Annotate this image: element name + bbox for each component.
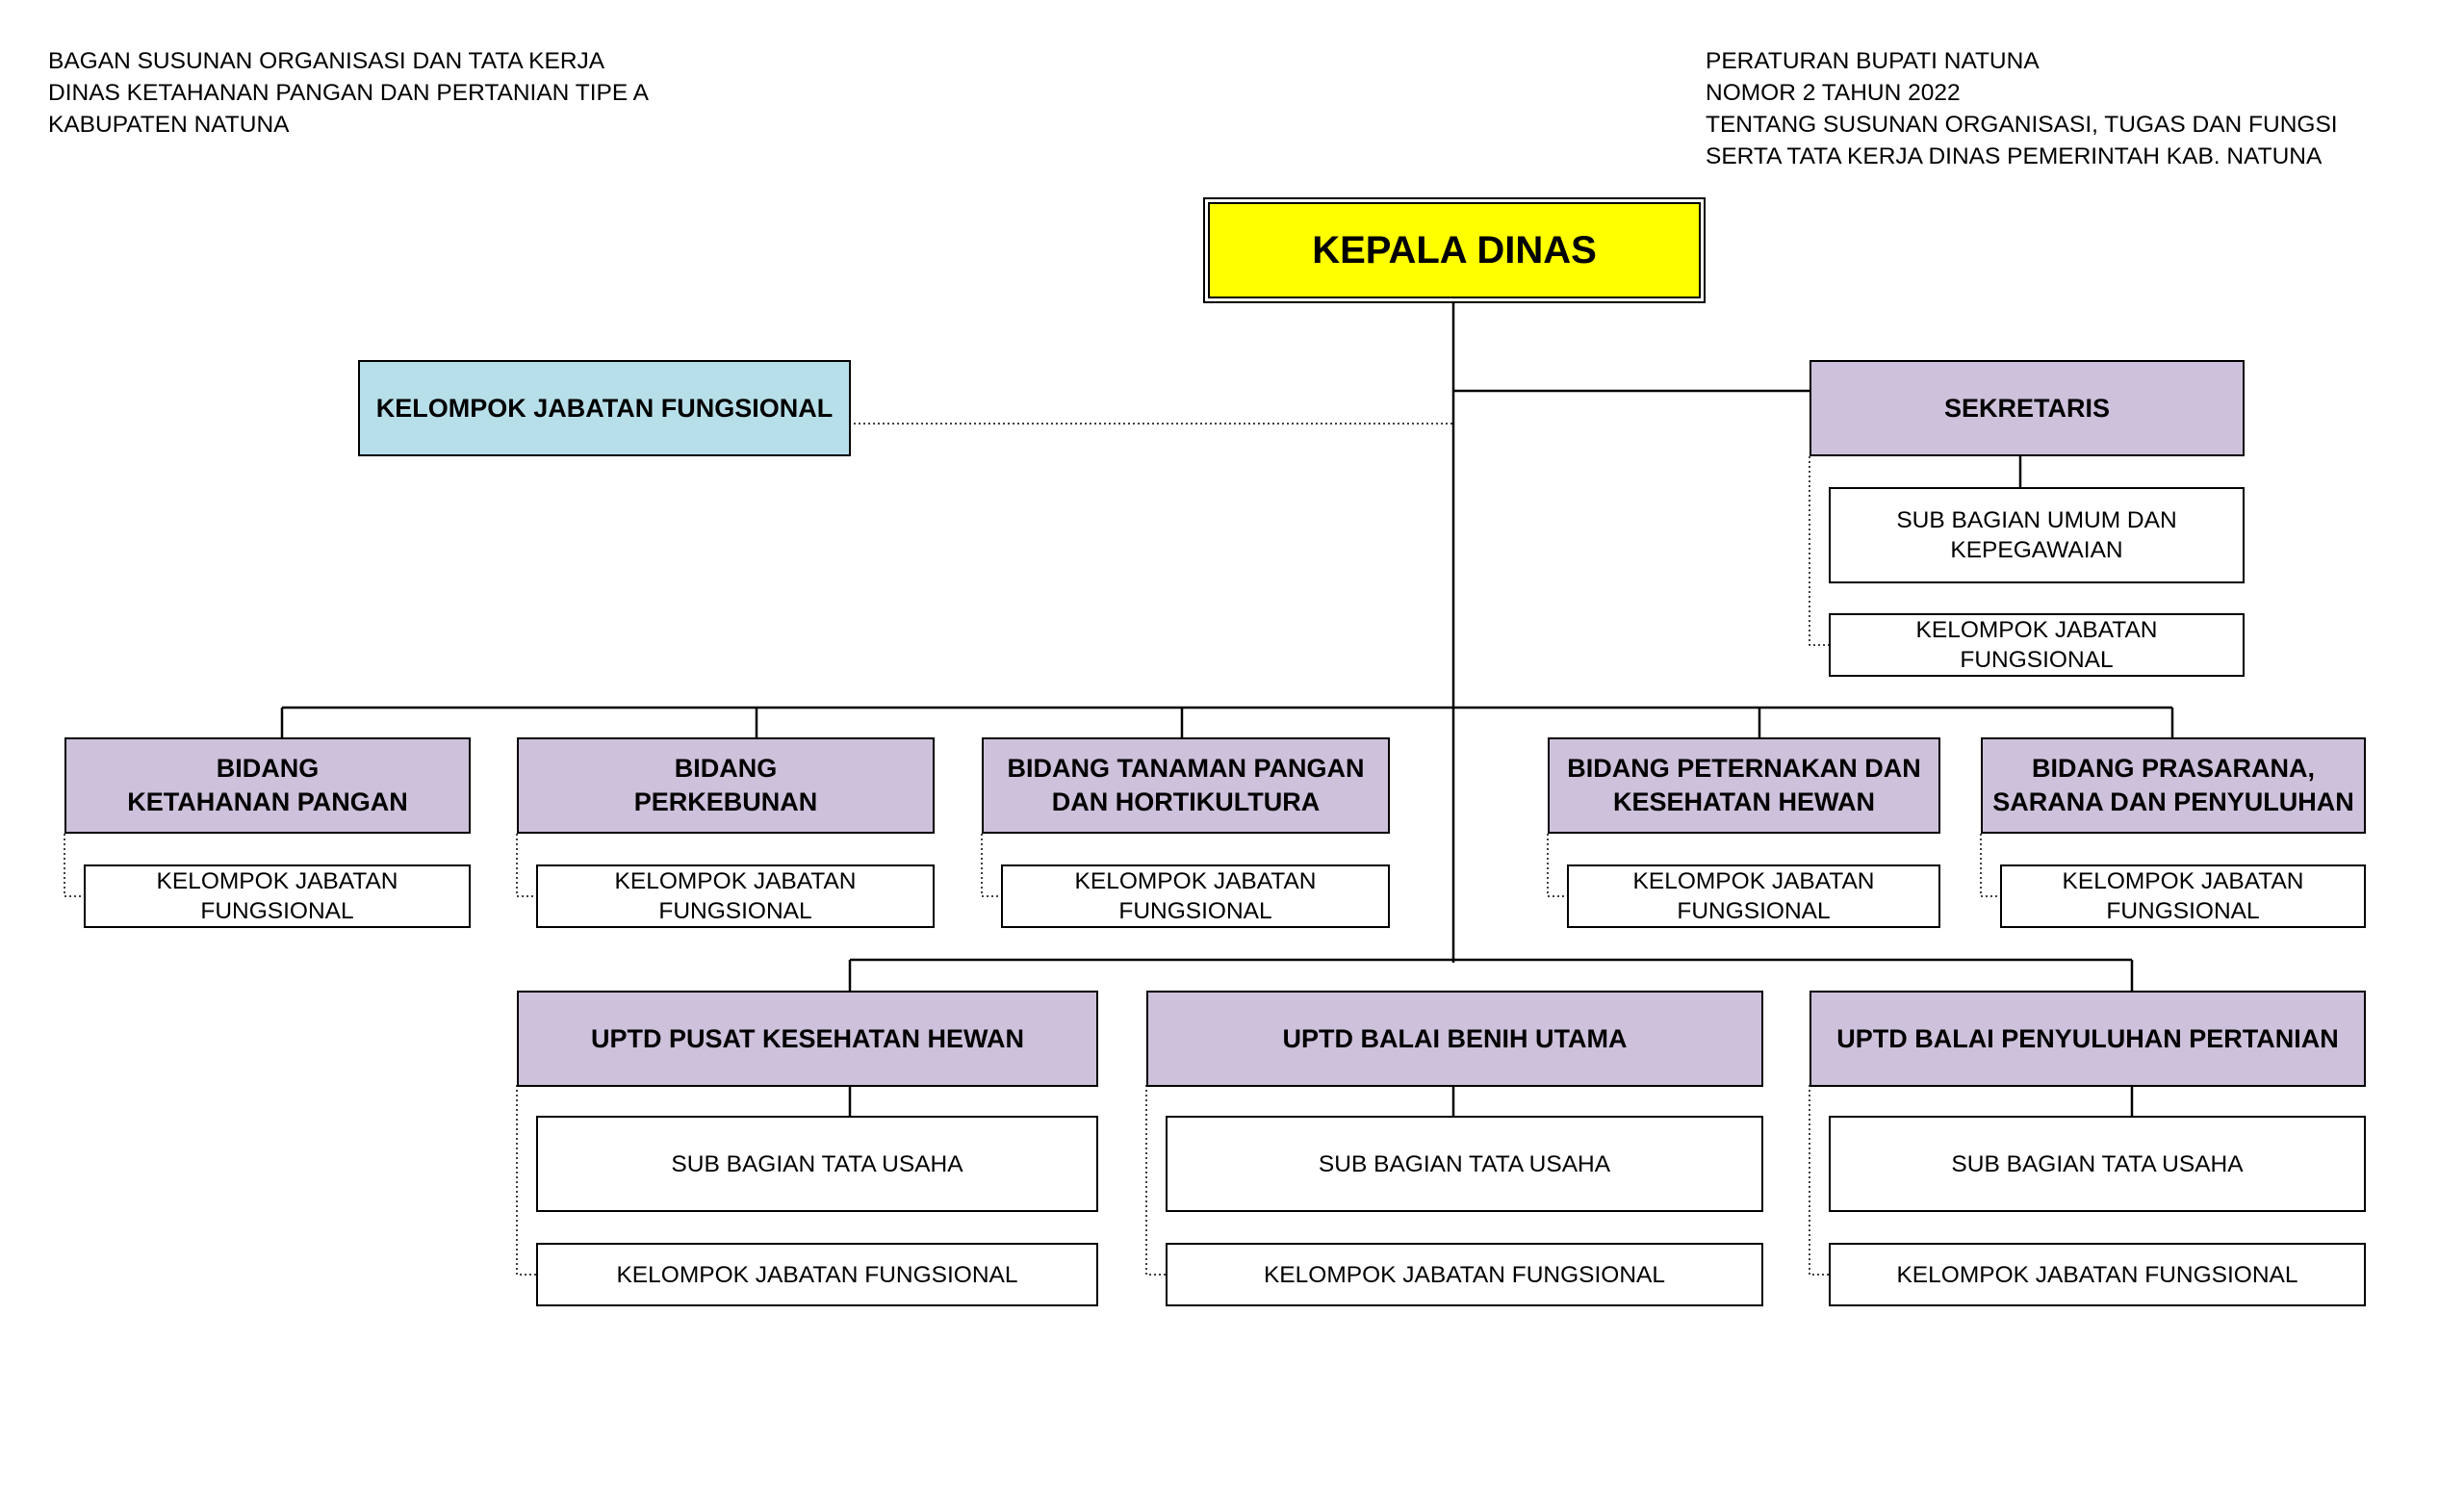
uptd-3-kjf-label: KELOMPOK JABATAN FUNGSIONAL [1896, 1261, 2298, 1288]
bidang-kjf-dotted-2 [516, 834, 536, 897]
sekretaris-kjf-box: KELOMPOK JABATAN FUNGSIONAL [1829, 613, 2245, 677]
bidang-tanaman-pangan-box: BIDANG TANAMAN PANGAN DAN HORTIKULTURA [982, 737, 1390, 834]
bidang-3-kjf-line-2: FUNGSIONAL [1118, 898, 1272, 924]
bidang-4-kjf-box: KELOMPOK JABATAN FUNGSIONAL [1567, 864, 1940, 928]
header-right-line-4: SERTA TATA KERJA DINAS PEMERINTAH KAB. N… [1706, 143, 2323, 169]
bidang-3-kjf-box: KELOMPOK JABATAN FUNGSIONAL [1001, 864, 1390, 928]
header-left-line-3: KABUPATEN NATUNA [48, 112, 290, 138]
uptd-kjf-dotted-3 [1809, 1085, 1829, 1276]
bidang-2-title-line-2: PERKEBUNAN [633, 787, 818, 816]
bidang-kjf-dotted-1 [64, 834, 84, 897]
sekretaris-label: SEKRETARIS [1943, 393, 2111, 423]
sub-bagian-umum-box: SUB BAGIAN UMUM DAN KEPEGAWAIAN [1829, 487, 2245, 583]
uptd-2-tu-label: SUB BAGIAN TATA USAHA [1318, 1150, 1611, 1177]
bidang-4-title-line-1: BIDANG PETERNAKAN DAN [1567, 754, 1921, 783]
bidang-ketahanan-pangan-box: BIDANG KETAHANAN PANGAN [64, 737, 471, 834]
kepala-dinas-box: KEPALA DINAS [1208, 202, 1701, 298]
sub-bagian-umum-line-2: KEPEGAWAIAN [1950, 537, 2123, 563]
kjf-main-box: KELOMPOK JABATAN FUNGSIONAL [358, 360, 851, 456]
header-left-line-2: DINAS KETAHANAN PANGAN DAN PERTANIAN TIP… [48, 80, 649, 106]
bidang-2-kjf-line-1: KELOMPOK JABATAN [614, 868, 857, 894]
bidang-1-kjf-line-2: FUNGSIONAL [200, 898, 354, 924]
bidang-5-kjf-box: KELOMPOK JABATAN FUNGSIONAL [2000, 864, 2366, 928]
bidang-1-title-line-2: KETAHANAN PANGAN [127, 787, 408, 816]
header-right: PERATURAN BUPATI NATUNA NOMOR 2 TAHUN 20… [1706, 45, 2338, 172]
uptd-kjf-dotted-2 [1145, 1085, 1166, 1276]
bidang-1-title-line-1: BIDANG [216, 754, 320, 783]
uptd-3-tu-box: SUB BAGIAN TATA USAHA [1829, 1116, 2366, 1212]
bidang-4-kjf-line-1: KELOMPOK JABATAN [1632, 868, 1875, 894]
bidang-kjf-dotted-4 [1547, 834, 1567, 897]
uptd-2-kjf-box: KELOMPOK JABATAN FUNGSIONAL [1166, 1243, 1763, 1306]
uptd-3-kjf-box: KELOMPOK JABATAN FUNGSIONAL [1829, 1243, 2366, 1306]
uptd-pusat-kesehatan-hewan-box: UPTD PUSAT KESEHATAN HEWAN [517, 991, 1098, 1087]
bidang-5-title-line-2: SARANA DAN PENYULUHAN [1992, 787, 2354, 816]
bidang-5-kjf-line-1: KELOMPOK JABATAN [2062, 868, 2304, 894]
bidang-2-title-line-1: BIDANG [674, 754, 778, 783]
header-right-line-2: NOMOR 2 TAHUN 2022 [1706, 80, 1961, 106]
sekretaris-box: SEKRETARIS [1810, 360, 2245, 456]
bidang-3-title-line-1: BIDANG TANAMAN PANGAN [1007, 754, 1365, 783]
bidang-4-kjf-line-2: FUNGSIONAL [1677, 898, 1831, 924]
bidang-1-kjf-line-1: KELOMPOK JABATAN [156, 868, 398, 894]
uptd-3-tu-label: SUB BAGIAN TATA USAHA [1951, 1150, 2244, 1177]
bidang-2-kjf-box: KELOMPOK JABATAN FUNGSIONAL [536, 864, 935, 928]
uptd-1-title: UPTD PUSAT KESEHATAN HEWAN [590, 1023, 1024, 1053]
uptd-3-title: UPTD BALAI PENYULUHAN PERTANIAN [1836, 1023, 2339, 1053]
uptd-1-kjf-label: KELOMPOK JABATAN FUNGSIONAL [616, 1261, 1018, 1288]
sub-bagian-umum-line-1: SUB BAGIAN UMUM DAN [1896, 507, 2177, 533]
uptd-kjf-dotted-1 [516, 1085, 536, 1276]
bidang-kjf-dotted-3 [981, 834, 1001, 897]
bidang-peternakan-box: BIDANG PETERNAKAN DAN KESEHATAN HEWAN [1548, 737, 1940, 834]
header-right-line-3: TENTANG SUSUNAN ORGANISASI, TUGAS DAN FU… [1706, 112, 2338, 138]
uptd-2-title: UPTD BALAI BENIH UTAMA [1282, 1023, 1628, 1053]
bidang-3-kjf-line-1: KELOMPOK JABATAN [1074, 868, 1317, 894]
kjf-main-label: KELOMPOK JABATAN FUNGSIONAL [375, 393, 834, 423]
uptd-1-tu-box: SUB BAGIAN TATA USAHA [536, 1116, 1098, 1212]
uptd-1-kjf-box: KELOMPOK JABATAN FUNGSIONAL [536, 1243, 1098, 1306]
sekretaris-kjf-line-1: KELOMPOK JABATAN [1915, 617, 2158, 643]
bidang-perkebunan-box: BIDANG PERKEBUNAN [517, 737, 935, 834]
sekretaris-kjf-dotted [1809, 456, 1829, 646]
bidang-prasarana-box: BIDANG PRASARANA, SARANA DAN PENYULUHAN [1981, 737, 2366, 834]
uptd-1-tu-label: SUB BAGIAN TATA USAHA [671, 1150, 963, 1177]
bidang-kjf-dotted-5 [1980, 834, 2000, 897]
bidang-3-title-line-2: DAN HORTIKULTURA [1051, 787, 1321, 816]
kepala-dinas-label: KEPALA DINAS [1312, 228, 1597, 271]
bidang-5-title-line-1: BIDANG PRASARANA, [2031, 754, 2315, 783]
bidang-5-kjf-line-2: FUNGSIONAL [2106, 898, 2260, 924]
bidang-1-kjf-box: KELOMPOK JABATAN FUNGSIONAL [84, 864, 471, 928]
header-left-line-1: BAGAN SUSUNAN ORGANISASI DAN TATA KERJA [48, 48, 605, 74]
bidang-4-title-line-2: KESEHATAN HEWAN [1612, 787, 1875, 816]
uptd-balai-penyuluhan-box: UPTD BALAI PENYULUHAN PERTANIAN [1810, 991, 2366, 1087]
uptd-balai-benih-utama-box: UPTD BALAI BENIH UTAMA [1146, 991, 1763, 1087]
sekretaris-kjf-line-2: FUNGSIONAL [1960, 647, 2114, 673]
bidang-2-kjf-line-2: FUNGSIONAL [658, 898, 812, 924]
header-left: BAGAN SUSUNAN ORGANISASI DAN TATA KERJA … [48, 45, 649, 141]
header-right-line-1: PERATURAN BUPATI NATUNA [1706, 48, 2040, 74]
uptd-2-kjf-label: KELOMPOK JABATAN FUNGSIONAL [1263, 1261, 1666, 1288]
uptd-2-tu-box: SUB BAGIAN TATA USAHA [1166, 1116, 1763, 1212]
